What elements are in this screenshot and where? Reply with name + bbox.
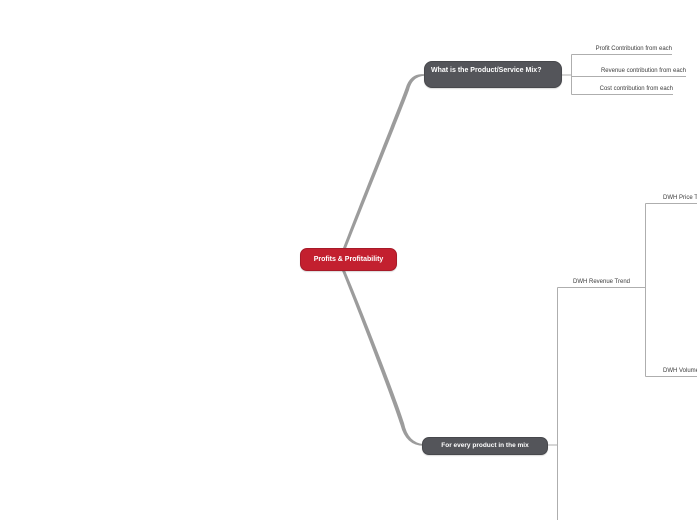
child-node-profit-contribution[interactable]: Profit Contribution from each (595, 46, 672, 52)
child-node-dwh-revenue-trend[interactable]: DWH Revenue Trend (572, 279, 631, 285)
child-node-dwh-volume-trend[interactable]: DWH Volume (663, 368, 697, 374)
branch-connector-bottom (338, 262, 424, 446)
child-node-cost-contribution[interactable]: Cost contribution from each (599, 86, 673, 92)
branch-node-every-product-in-mix[interactable]: For every product in the mix (422, 437, 548, 455)
branch-connector-top (338, 74, 424, 260)
child-node-dwh-price-trend[interactable]: DWH Price T (663, 195, 697, 201)
branch-node-product-service-mix[interactable]: What is the Product/Service Mix? (424, 61, 562, 88)
child-node-revenue-contribution[interactable]: Revenue contribution from each (600, 68, 686, 74)
root-node-profits-profitability[interactable]: Profits & Profitability (300, 248, 397, 271)
